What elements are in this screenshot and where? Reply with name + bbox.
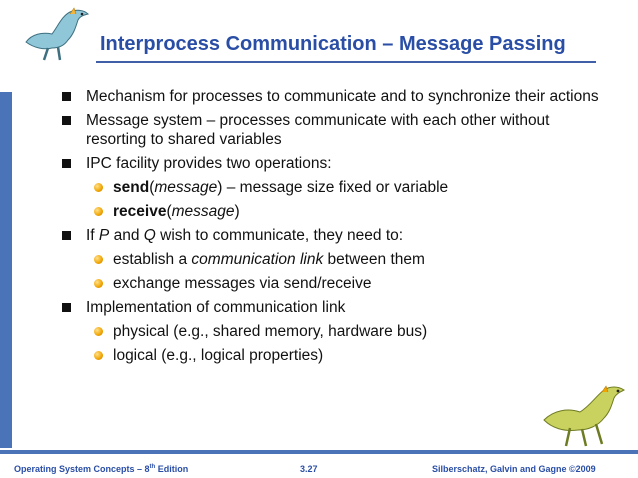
square-bullet-icon bbox=[62, 303, 71, 312]
bullet-item: Mechanism for processes to communicate a… bbox=[0, 87, 638, 106]
sub-bullet-text: exchange messages via send/receive bbox=[113, 275, 372, 292]
bullet-text-line1: Message system – processes communicate w… bbox=[86, 112, 550, 129]
sub-bullet-text: physical (e.g., shared memory, hardware … bbox=[113, 323, 428, 340]
round-bullet-icon bbox=[94, 207, 103, 216]
bullet-text: Implementation of communication link bbox=[86, 299, 346, 316]
arg-message: message bbox=[154, 179, 218, 196]
bullet-text-pre: If bbox=[86, 227, 99, 244]
footer-page-number: 3.27 bbox=[300, 464, 318, 474]
process-q: Q bbox=[143, 227, 156, 244]
bullet-item: IPC facility provides two operations: bbox=[0, 154, 638, 173]
square-bullet-icon bbox=[62, 159, 71, 168]
keyword-receive: receive bbox=[113, 203, 167, 220]
sub-bullet-item: exchange messages via send/receive bbox=[0, 274, 638, 293]
paren-open: ( bbox=[166, 203, 172, 220]
bullet-text-mid: and bbox=[109, 227, 144, 244]
bullet-item: Implementation of communication link bbox=[0, 298, 638, 317]
arg-message: message bbox=[171, 203, 235, 220]
paren-open: ( bbox=[149, 179, 155, 196]
bullet-item: Message system – processes communicate w… bbox=[0, 111, 638, 149]
bullet-text: Mechanism for processes to communicate a… bbox=[86, 88, 599, 105]
dinosaur-logo-icon bbox=[25, 7, 89, 61]
sub-bullet-text: ) – message size fixed or variable bbox=[217, 179, 449, 196]
bullet-text-line2: resorting to shared variables bbox=[86, 131, 282, 148]
sub-bullet-text-pre: establish a bbox=[113, 251, 192, 268]
communication-link-term: communication link bbox=[191, 251, 324, 268]
footer-rule bbox=[0, 450, 638, 454]
sub-bullet-item: logical (e.g., logical properties) bbox=[0, 346, 638, 365]
title-underline bbox=[96, 61, 596, 63]
sub-bullet-item: receive(message) bbox=[0, 202, 638, 221]
process-p: P bbox=[98, 227, 110, 244]
sub-bullet-item: physical (e.g., shared memory, hardware … bbox=[0, 322, 638, 341]
footer-book-title: Operating System Concepts – 8th Edition bbox=[14, 464, 189, 474]
bullet-text-rest: wish to communicate, they need to: bbox=[155, 227, 404, 244]
sub-bullet-item: send(message) – message size fixed or va… bbox=[0, 178, 638, 197]
footer-authors: Silberschatz, Galvin and Gagne ©2009 bbox=[432, 464, 596, 474]
square-bullet-icon bbox=[62, 231, 71, 240]
round-bullet-icon bbox=[94, 351, 103, 360]
sub-bullet-item: establish a communication link between t… bbox=[0, 250, 638, 269]
square-bullet-icon bbox=[62, 116, 71, 125]
round-bullet-icon bbox=[94, 279, 103, 288]
bullet-item: If P and Q wish to communicate, they nee… bbox=[0, 226, 638, 245]
paren-close: ) bbox=[234, 203, 240, 220]
round-bullet-icon bbox=[94, 183, 103, 192]
left-accent-bar bbox=[0, 92, 12, 448]
keyword-send: send bbox=[113, 179, 150, 196]
round-bullet-icon bbox=[94, 255, 103, 264]
square-bullet-icon bbox=[62, 92, 71, 101]
dinosaur-mascot-icon bbox=[543, 385, 625, 447]
round-bullet-icon bbox=[94, 327, 103, 336]
sub-bullet-text: logical (e.g., logical properties) bbox=[113, 347, 324, 364]
sub-bullet-text-rest: between them bbox=[323, 251, 425, 268]
slide-body: Mechanism for processes to communicate a… bbox=[0, 87, 638, 370]
page-title: Interprocess Communication – Message Pas… bbox=[100, 33, 566, 55]
bullet-text: IPC facility provides two operations: bbox=[86, 155, 332, 172]
